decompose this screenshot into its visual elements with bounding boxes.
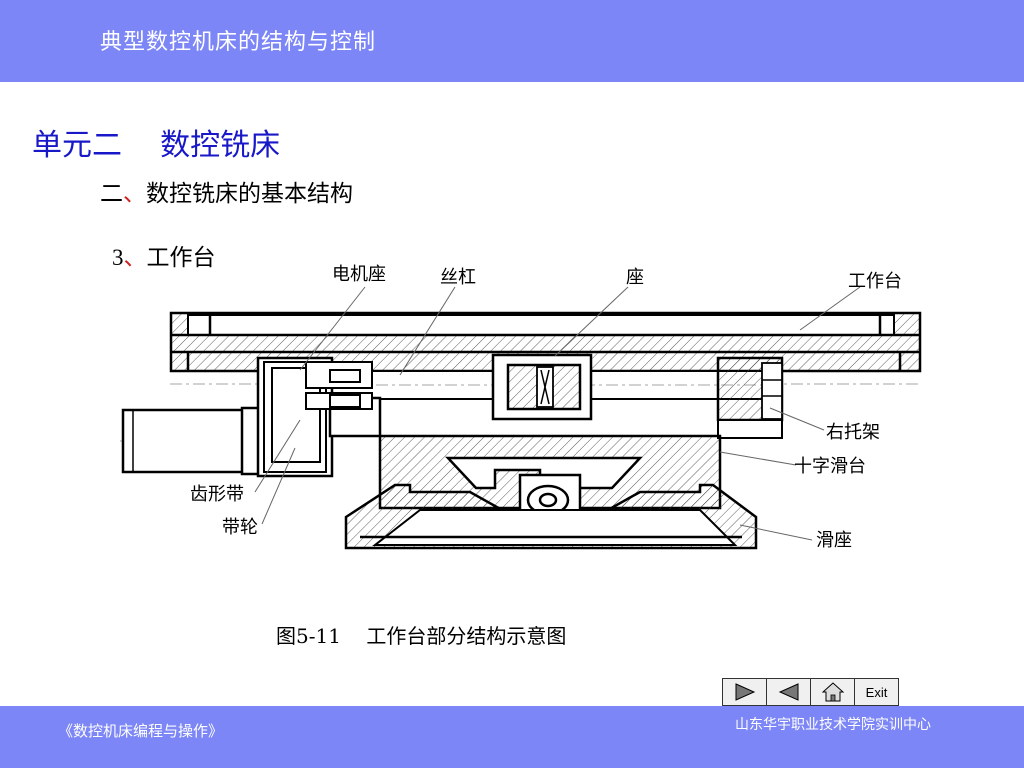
home-icon <box>821 682 844 702</box>
subsection-separator: 、 <box>123 245 147 271</box>
subsection-number: 3 <box>112 245 124 270</box>
previous-slide-button[interactable] <box>766 678 811 706</box>
play-back-icon <box>778 683 798 701</box>
header-bar <box>0 0 1024 82</box>
leader-lines <box>254 286 861 541</box>
slide-navigation: Exit <box>722 678 899 706</box>
worktable-diagram: 电机座 丝杠 座 工作台 右托架 十字滑台 滑座 齿形带 带轮 <box>120 264 922 551</box>
subsection-title: 3、工作台 <box>112 238 216 272</box>
section-prefix: 二 <box>100 181 123 207</box>
section-title: 二、数控铣床的基本结构 <box>100 174 353 208</box>
next-slide-button[interactable] <box>722 678 767 706</box>
label-worktable: 工作台 <box>848 271 902 292</box>
label-toothed-belt: 齿形带 <box>190 484 244 505</box>
label-seat: 座 <box>626 267 644 288</box>
label-pulley: 带轮 <box>222 517 258 538</box>
label-right-bracket: 右托架 <box>826 422 880 443</box>
page-header-title: 典型数控机床的结构与控制 <box>100 30 377 55</box>
unit-title: 单元二 数控铣床 <box>32 128 281 163</box>
exit-button[interactable]: Exit <box>854 678 899 706</box>
section-title-text: 数控铣床的基本结构 <box>146 181 353 207</box>
footer-bar <box>0 706 1024 768</box>
footer-organization: 山东华宇职业技术学院实训中心 <box>735 717 931 733</box>
label-cross-slide: 十字滑台 <box>794 456 866 477</box>
figure-caption: 图5-11 工作台部分结构示意图 <box>276 624 567 648</box>
label-slide-base: 滑座 <box>816 530 852 551</box>
screw-nut-seat <box>491 353 593 421</box>
pulley-bearings <box>305 361 373 410</box>
home-button[interactable] <box>810 678 855 706</box>
label-motor-seat: 电机座 <box>332 264 386 285</box>
label-lead-screw: 丝杠 <box>440 267 476 288</box>
subsection-title-text: 工作台 <box>146 245 216 271</box>
play-forward-icon <box>735 683 755 701</box>
slide-base <box>344 483 758 550</box>
right-bracket <box>716 356 784 439</box>
section-separator: 、 <box>123 181 146 207</box>
motor-seat <box>121 356 382 478</box>
footer-course-title: 《数控机床编程与操作》 <box>58 722 224 740</box>
